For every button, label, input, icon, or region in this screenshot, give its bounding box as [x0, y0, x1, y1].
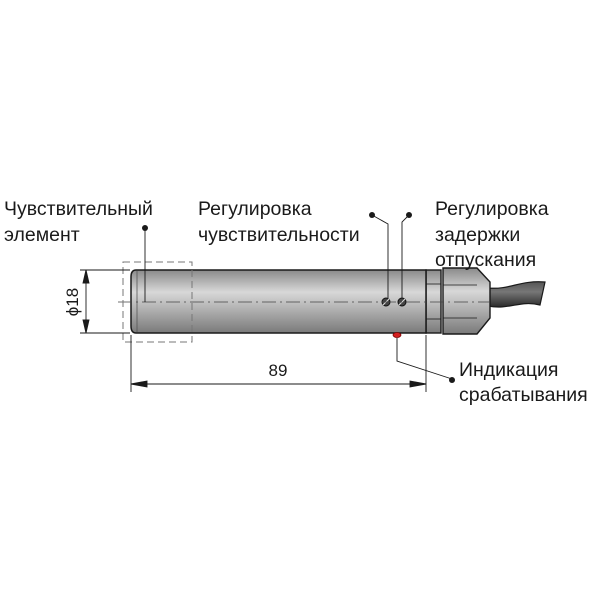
sensing-zone	[122, 261, 193, 343]
indication-label: Индикация срабатывания	[459, 359, 588, 406]
cable	[487, 281, 546, 308]
led-indicator	[392, 332, 402, 338]
length-label: 89	[269, 361, 288, 380]
hex-nut	[442, 267, 491, 335]
diameter-dimension	[80, 269, 130, 334]
leader-dots	[142, 212, 455, 383]
diameter-label: ϕ18	[63, 288, 82, 316]
sensor-body	[130, 269, 427, 334]
length-dimension	[130, 335, 427, 392]
leader-lines	[144, 214, 453, 380]
sensing-element-label: Чувствительный элемент	[4, 198, 158, 246]
sensitivity-adjust-label: Регулировка чувствительности	[198, 198, 360, 246]
lock-nut	[425, 269, 442, 334]
delay-adjust-label: Регулировка задержки отпускания	[435, 198, 554, 271]
